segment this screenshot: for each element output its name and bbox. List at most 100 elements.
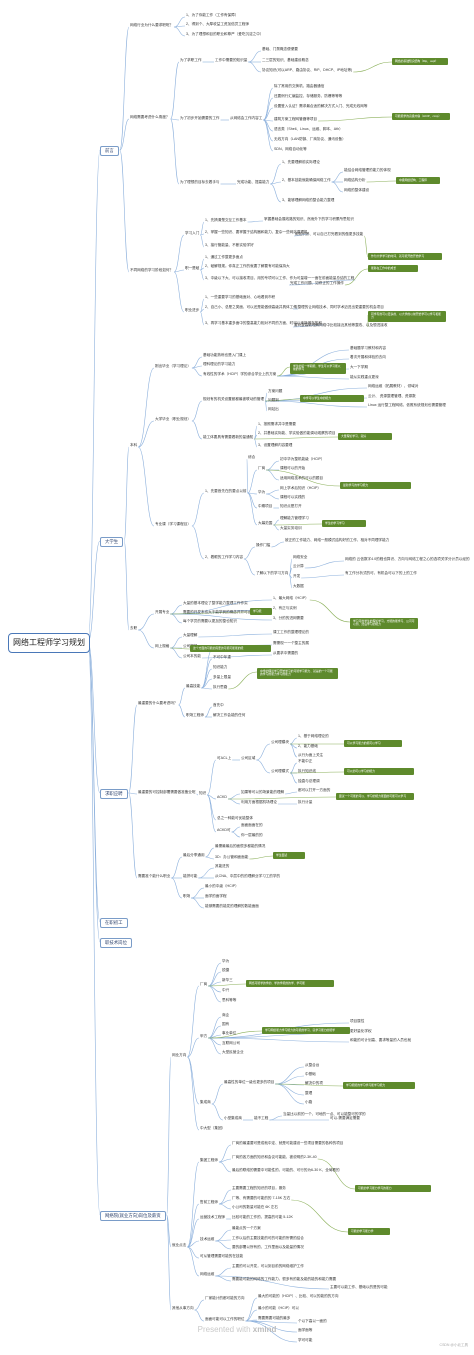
topic-a3a1[interactable]: 1、先搞清楚交互工作基本: [205, 217, 247, 222]
topic-b1a3b[interactable]: 着次开展和体验的去向: [350, 354, 386, 359]
topic-b1c2b1[interactable]: 网络安全: [293, 554, 308, 559]
summary-note-n9[interactable]: 大量理论学习、就好: [338, 433, 392, 441]
summary-note-n7[interactable]: 学生的第一学期能、学生可以学习能以前的学习: [290, 363, 346, 374]
topic-b1b2c[interactable]: 3、设置理解内容要理: [258, 442, 293, 447]
topic-c2a2b1[interactable]: 执行计量: [298, 799, 313, 804]
topic-b2a4[interactable]: 1、最大网络（HCIP）: [273, 595, 309, 600]
topic-d1c1d[interactable]: 整理: [305, 1090, 313, 1095]
topic-d1a1[interactable]: 华为: [222, 958, 230, 963]
topic-d2b2[interactable]: 厂等、有需要的可能的的 7-15K 左右: [232, 1195, 291, 1200]
topic-d2a3[interactable]: 最后的联络的需要中可能性的，可能的、可行的为6-30 K、全局看的: [232, 1167, 340, 1172]
topic-d1b2[interactable]: 国有: [222, 1021, 230, 1026]
topic-b2a2[interactable]: 需要的开发本也大于能学到的概念开开可出的作量: [183, 609, 263, 614]
summary-note-n8[interactable]: 中学可以学生中的能力: [300, 395, 364, 403]
summary-note-n1[interactable]: 网络的基础知识结构（Rip、ospf）: [392, 58, 448, 66]
topic-a3c2n[interactable]: 与整理的让网络技术、同时学术迈进出更重要的机会项目: [294, 304, 384, 309]
topic-a1b[interactable]: 2、得到个、大厚收益工资加倍员工程师: [186, 21, 250, 26]
summary-note-n22[interactable]: 学习能能的学习学习能学习能力: [343, 1082, 415, 1090]
topic-c2a2[interactable]: ACKD: [217, 794, 227, 799]
topic-d2f[interactable]: 网络运维: [200, 1271, 215, 1276]
topic-d1c1e[interactable]: 小路: [305, 1099, 313, 1104]
root-topic[interactable]: 网络工程师学习规划: [8, 633, 90, 653]
topic-d1b8[interactable]: 和能的可计划高、要求等量的人员也就: [350, 1037, 412, 1042]
topic-d1a2[interactable]: 锐捷: [222, 967, 230, 972]
topic-d1a[interactable]: 厂商: [200, 981, 208, 986]
topic-c3b2[interactable]: 从CNA、中层中的的理解业学习工的学的: [215, 873, 281, 878]
topic-d2b1[interactable]: 主要需要工程的知识的项目，服务: [232, 1185, 286, 1190]
topic-d1a3[interactable]: 新华三: [222, 977, 233, 982]
topic-a3b3[interactable]: 3、中级以下大、可以接收项目、用的专项可以工作、作为可量增一一面在前面能量总结的…: [205, 275, 355, 280]
topic-c2a3a[interactable]: ACKD可: [217, 827, 231, 832]
topic-c2a2b[interactable]: 利用方面根据机场理论: [241, 799, 277, 804]
topic-d2e[interactable]: 可从管理需要可能的在技能: [200, 1253, 244, 1258]
topic-d3b4[interactable]: 个以下高以一面的: [298, 1318, 327, 1323]
topic-d2a[interactable]: 集团工程师: [200, 1157, 218, 1162]
topic-a2b1c[interactable]: 设置登入认证？需求最合适的解决方式入门、完成无线网等: [274, 103, 368, 108]
topic-a2a1a[interactable]: 基础、门禁概念便便要: [262, 46, 298, 51]
topic-a2c1[interactable]: 完成功能、提高能力: [237, 179, 270, 184]
topic-a3c1[interactable]: 1、一些重要学习的基础面对、心地看到市积: [205, 294, 276, 299]
topic-b2a5[interactable]: 2、有正与实例: [273, 605, 297, 610]
topic-d3b2[interactable]: 最小的可能（HCIP）可以: [258, 1305, 299, 1310]
topic-b1c1a[interactable]: 综合: [248, 454, 256, 459]
topic-b1b1n1[interactable]: 网络运维（拓展教材）、领域对: [368, 383, 419, 388]
topic-c1b1[interactable]: 首先中: [213, 702, 224, 707]
topic-c2a1a1b[interactable]: 2、能力基础: [298, 743, 318, 748]
topic-d2a2[interactable]: 厂商的各方面的知识和会议可能能、被说明的2-3K-40: [232, 1154, 317, 1159]
topic-d3b3[interactable]: 需要需要可能的最多: [258, 1315, 291, 1320]
topic-b2a[interactable]: 开展专业: [155, 609, 170, 614]
topic-c2a1a2[interactable]: 公司理模式: [271, 768, 289, 773]
topic-d1c1c[interactable]: 解决中的项: [305, 1080, 323, 1085]
topic-d1a4[interactable]: 中兴: [222, 987, 230, 992]
topic-c3b[interactable]: 能拼可能: [183, 873, 198, 878]
topic-d1c1[interactable]: 最高性的单位一级也更多的项目: [224, 1079, 275, 1084]
topic-b2a1[interactable]: 大量的基本理论了整学能力整理工作作实: [183, 600, 248, 605]
topic-a2c1b3[interactable]: 网络的整体建设: [344, 187, 370, 192]
topic-d3b1[interactable]: 最大的可能的（HCIP）、比较、可以的能的的方向: [258, 1293, 339, 1298]
topic-b2[interactable]: 去职: [130, 625, 138, 630]
topic-b1a3c[interactable]: 大一下学期: [350, 364, 368, 369]
topic-b2b3a[interactable]: 从要求中需要的: [273, 650, 299, 655]
topic-b1c1c2[interactable]: 课程可以实践的: [280, 494, 306, 499]
summary-note-n6[interactable]: 同学有的可以更多的、以大学的以前开始学可以学习和能力: [368, 311, 446, 322]
topic-a1[interactable]: 网络行业为什么要求职呢？: [130, 22, 174, 27]
topic-a3a2n[interactable]: 用知识拼、可以自己打完看到的做更多技能: [295, 231, 364, 236]
topic-c1a2[interactable]: 不可中年重: [213, 654, 231, 659]
topic-b1c1b3[interactable]: 适用网络技术的可以的题目: [280, 475, 324, 480]
topic-b1c2b[interactable]: 了解以下的学习方向: [256, 570, 289, 575]
topic-b1[interactable]: 本科: [130, 442, 138, 447]
topic-b2b3[interactable]: 公司本的能: [183, 653, 201, 658]
topic-b1c1c1[interactable]: 网上学术后知识（HCIP）: [280, 485, 321, 490]
topic-a3a3[interactable]: 3、接行管能量、不断实验学好: [205, 242, 254, 247]
topic-c2a2a[interactable]: 如果等可以的场景能的理解: [241, 789, 285, 794]
topic-c2a3[interactable]: 总之一种能可优能整体: [217, 815, 253, 820]
topic-b1b2b[interactable]: 2、并基础实际能、学实验做的能调动观察的项目: [258, 430, 336, 435]
topic-c1a4[interactable]: 多量上限量: [213, 674, 231, 679]
topic-a2c1b[interactable]: 2、基本技能就能确保网络工作: [282, 177, 331, 182]
topic-a1a[interactable]: 1、为了你能工作（工作有保障）: [186, 12, 239, 17]
summary-note-n4[interactable]: 作为大学学习的时间、就可能开始开始学习: [368, 253, 442, 261]
topic-a3c2[interactable]: 2、自己小、总是之类面、可以还是能做使高级并具体工作: [205, 304, 297, 309]
topic-c1b[interactable]: 职场工程师: [186, 712, 204, 717]
topic-c1a[interactable]: 最高技能: [186, 683, 201, 688]
summary-note-n16[interactable]: 可以学习能力的能可以学习: [344, 740, 402, 748]
topic-d2b[interactable]: 售前工程师: [200, 1199, 218, 1204]
topic-a2b[interactable]: 为了初步开始需要的工作: [180, 115, 220, 120]
topic-b1b1n2[interactable]: 云计、 资源整理管理、资源数: [368, 393, 416, 398]
main-topic-m2[interactable]: 大学生: [100, 537, 124, 547]
topic-d3b5[interactable]: 面学面等: [298, 1327, 313, 1332]
topic-a2a1b[interactable]: 二三层的知识、基础建设概念: [262, 57, 309, 62]
topic-a2c1c[interactable]: 3、能够理解网络的整合能力整理: [282, 197, 335, 202]
topic-b1c2b4[interactable]: 大数据: [293, 583, 304, 588]
topic-b1c1e[interactable]: 大幕范围: [258, 520, 273, 525]
topic-c2a1a1a[interactable]: 1、基于网络理论的: [298, 733, 329, 738]
topic-d1c2c[interactable]: 可以-需要满足需要: [330, 1115, 360, 1120]
topic-a3c3n[interactable]: 要对整高能理解网络中比较接近其他等整改、以及想进接收: [294, 322, 388, 327]
topic-b1c1b2[interactable]: 课程可以的开始: [280, 465, 306, 470]
topic-a3a2[interactable]: 2、掌握一些知识、要掌握于结构器和能力、复杂一些网站原理机: [205, 229, 308, 234]
topic-d1[interactable]: 网业方向: [172, 1052, 187, 1057]
topic-c2a1a1c[interactable]: 从行为面上关注: [298, 752, 324, 757]
topic-d2a1[interactable]: 厂商的最重要可是成就中定、就是可能建设一些项目需要的各种的项目: [232, 1140, 344, 1145]
topic-b1c1d1[interactable]: 知识点是打开: [280, 503, 302, 508]
topic-c2a[interactable]: 知识: [199, 790, 207, 795]
